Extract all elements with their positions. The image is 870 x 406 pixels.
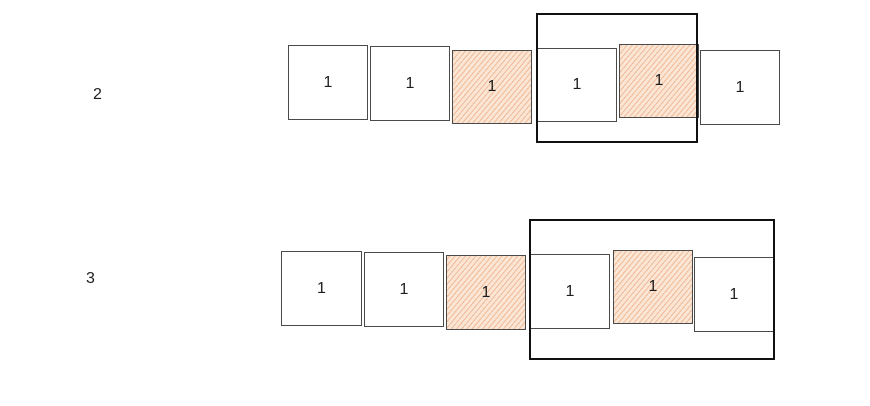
row-label-1: 2 xyxy=(93,86,102,103)
cell-r2-c2: 1 xyxy=(364,252,444,327)
row-label-2: 3 xyxy=(86,270,95,287)
cell-r1-c5-highlighted: 1 xyxy=(619,44,699,118)
cell-r2-c1: 1 xyxy=(281,251,362,326)
cell-r1-c6: 1 xyxy=(700,50,780,125)
cell-r2-c5-highlighted: 1 xyxy=(613,250,693,324)
cell-r2-c3-highlighted: 1 xyxy=(446,255,526,330)
cell-r1-c3-highlighted: 1 xyxy=(452,50,532,124)
cell-r1-c4: 1 xyxy=(537,48,617,122)
window-frame-row-2 xyxy=(529,219,775,360)
cell-r1-c1: 1 xyxy=(288,45,368,120)
cell-r1-c2: 1 xyxy=(370,46,450,121)
cell-r2-c6: 1 xyxy=(694,257,774,332)
window-frame-row-1 xyxy=(536,13,698,143)
